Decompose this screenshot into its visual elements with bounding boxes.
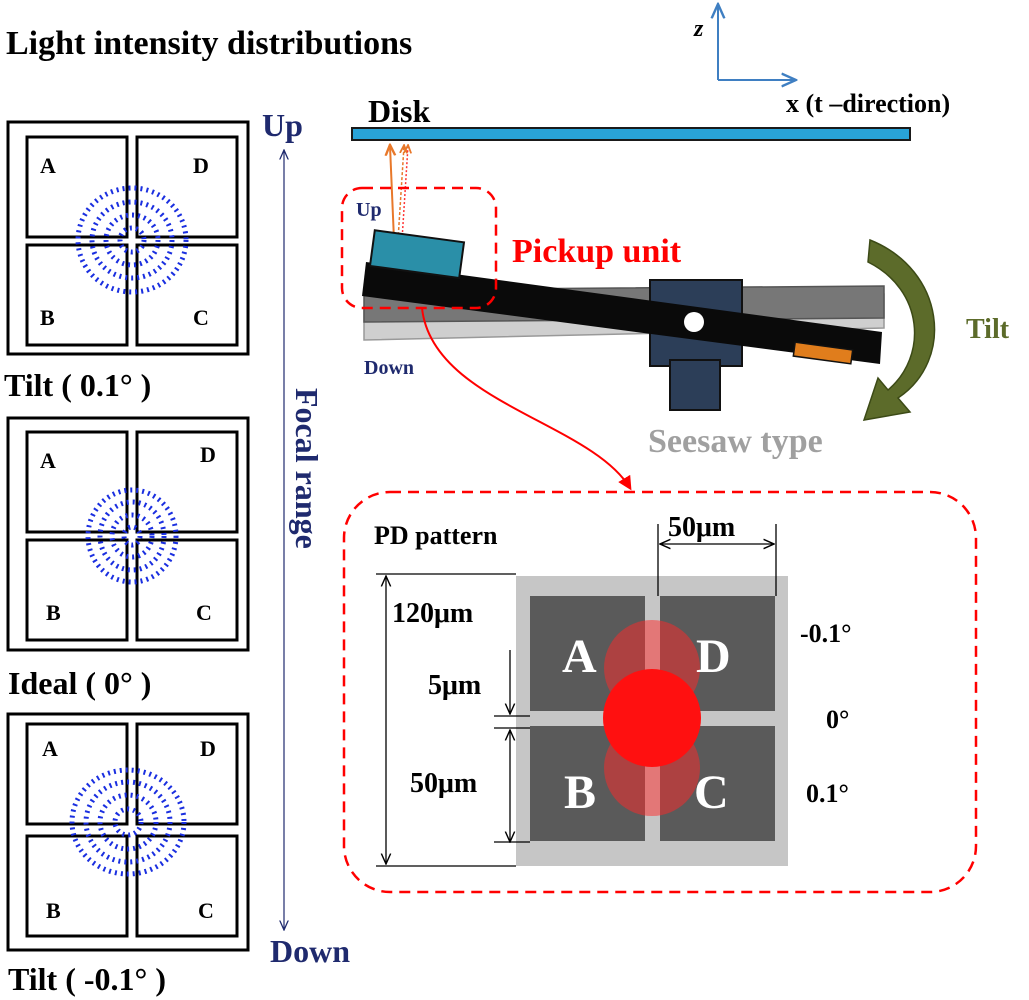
light-spot-pattern bbox=[75, 185, 189, 295]
pd-pattern-detail: PD pattern A D B C 120μm 5μm 50μm bbox=[342, 490, 978, 894]
detector-panel-tilt-negative: A D B C bbox=[6, 712, 250, 952]
seesaw-mechanism bbox=[362, 229, 885, 411]
light-spot-pattern bbox=[69, 767, 187, 877]
quadrant-c-label: C bbox=[196, 600, 212, 625]
angle-label-positive: 0.1° bbox=[806, 779, 849, 808]
panel-caption-tilt-positive: Tilt ( 0.1° ) bbox=[4, 367, 151, 403]
angle-label-negative: -0.1° bbox=[800, 619, 852, 648]
pd-quadrant-a-label: A bbox=[562, 630, 597, 683]
quadrant-c-label: C bbox=[198, 898, 214, 923]
pd-quadrant-b-label: B bbox=[564, 766, 596, 819]
page-title: Light intensity distributions bbox=[6, 25, 412, 62]
pickup-unit-label: Pickup unit bbox=[512, 233, 682, 270]
tilt-arrow: Tilt bbox=[862, 238, 1010, 421]
connector-arrow bbox=[421, 307, 632, 491]
dimension-lines bbox=[376, 524, 777, 867]
quadrant-d-label: D bbox=[193, 153, 209, 178]
pickup-unit-highlight bbox=[340, 186, 498, 310]
focal-range-indicator: Up Down Focal range bbox=[262, 107, 350, 969]
pd-quadrant-d-label: D bbox=[696, 630, 731, 683]
disk: Disk bbox=[351, 93, 911, 141]
quadrant-b-label: B bbox=[46, 898, 61, 923]
pickup-up-label: Up bbox=[356, 199, 382, 221]
z-axis-label: z bbox=[693, 16, 704, 42]
detector-panel-tilt-positive: A D B C bbox=[6, 120, 250, 356]
quadrant-a-label: A bbox=[40, 448, 56, 473]
quadrant-b-label: B bbox=[40, 305, 55, 330]
quadrant-a-label: A bbox=[40, 153, 56, 178]
spot-ideal bbox=[603, 669, 701, 767]
pivot-point bbox=[684, 312, 704, 332]
focal-up-label: Up bbox=[262, 107, 303, 143]
x-axis-label: x (t –direction) bbox=[786, 89, 950, 118]
panel-caption-ideal: Ideal ( 0° ) bbox=[8, 665, 151, 701]
disk-label: Disk bbox=[368, 93, 430, 129]
focal-down-label: Down bbox=[270, 933, 350, 969]
tilt-label: Tilt bbox=[966, 314, 1010, 345]
light-spot-pattern bbox=[85, 487, 179, 585]
focal-range-label: Focal range bbox=[289, 388, 325, 549]
pd-pattern-title: PD pattern bbox=[374, 521, 498, 550]
quadrant-c-label: C bbox=[193, 305, 209, 330]
pickup-down-label: Down bbox=[364, 357, 414, 379]
laser-beams bbox=[390, 146, 408, 241]
dim-gap-label: 5μm bbox=[428, 670, 481, 701]
quadrant-b-label: B bbox=[46, 600, 61, 625]
axis-indicator: z x (t –direction) bbox=[693, 4, 950, 118]
detector-panel-ideal: A D B C bbox=[6, 416, 250, 652]
pd-quadrant-c-label: C bbox=[694, 766, 729, 819]
quadrant-d-label: D bbox=[200, 442, 216, 467]
quadrant-a-label: A bbox=[42, 736, 58, 761]
panel-caption-tilt-negative: Tilt ( -0.1° ) bbox=[8, 961, 166, 997]
dim-cell-label: 50μm bbox=[410, 768, 477, 799]
quadrant-d-label: D bbox=[200, 736, 216, 761]
dim-top-label: 50μm bbox=[668, 512, 735, 543]
angle-label-zero: 0° bbox=[826, 705, 849, 734]
dim-total-label: 120μm bbox=[392, 598, 473, 629]
seesaw-type-label: Seesaw type bbox=[648, 423, 823, 460]
